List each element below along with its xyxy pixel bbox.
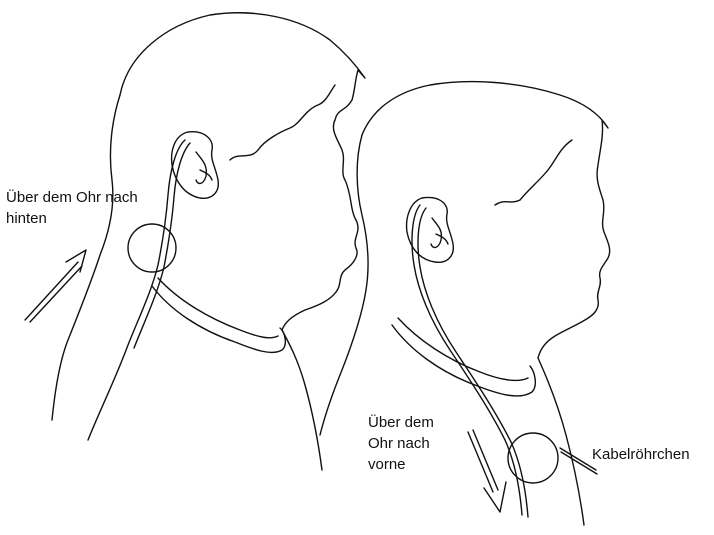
right-head — [320, 82, 610, 525]
tube-pointer-line — [560, 448, 596, 470]
label-front-line2: Ohr nach — [368, 433, 430, 454]
left-arrow — [25, 262, 78, 320]
right-head-outline — [362, 82, 610, 358]
label-tube: Kabelröhrchen — [592, 444, 690, 465]
left-tube-circle — [128, 224, 176, 272]
left-neck-back — [52, 95, 120, 420]
label-behind-line1: Über dem Ohr nach — [6, 187, 138, 208]
right-arrow — [468, 432, 493, 492]
left-head-outline — [120, 13, 365, 330]
right-collar — [392, 325, 535, 396]
left-head — [25, 13, 365, 470]
right-tube-circle — [508, 433, 558, 483]
label-behind-line2: hinten — [6, 208, 47, 229]
label-front-line3: vorne — [368, 454, 406, 475]
label-front-line1: Über dem — [368, 412, 434, 433]
right-neck-back — [320, 135, 368, 435]
left-collar — [152, 286, 285, 352]
right-ear — [407, 197, 454, 262]
